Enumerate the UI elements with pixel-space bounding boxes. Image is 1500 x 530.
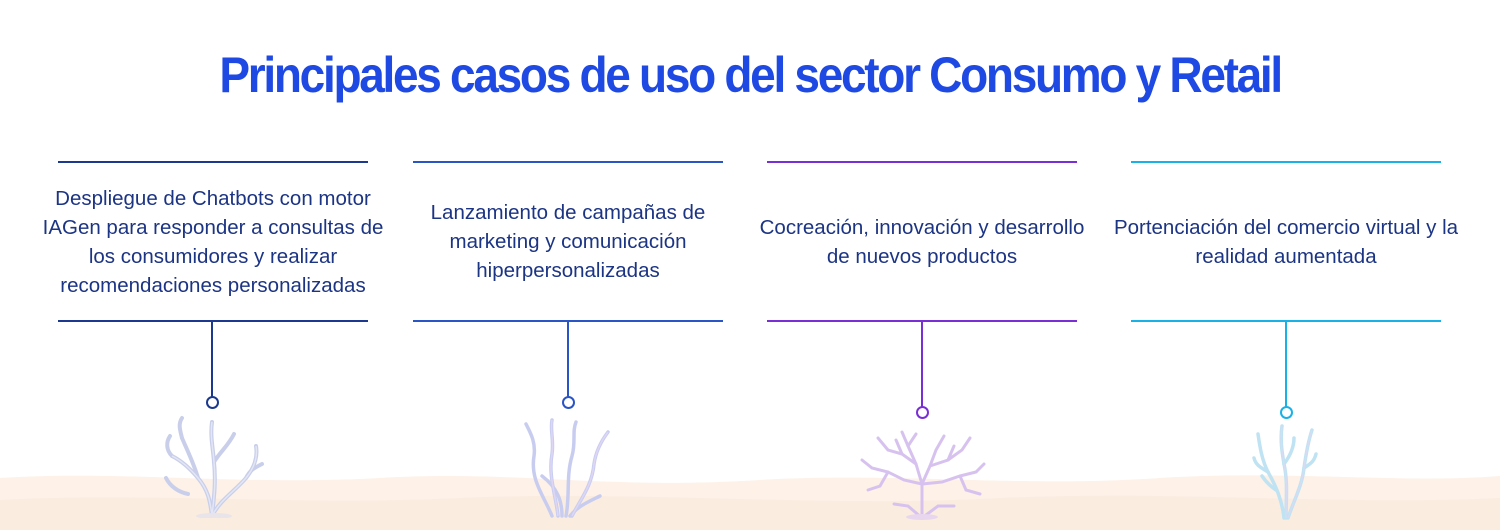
use-case-card-cocreation: Cocreación, innovación y desarrollo de n… [760,161,1084,323]
card-top-rule [1131,161,1441,163]
fan-coral-icon [860,430,986,520]
connector-knob [206,396,219,409]
use-case-text: Lanzamiento de campañas de marketing y c… [430,201,706,282]
card-bottom-rule [767,320,1077,322]
card-top-rule [767,161,1077,163]
use-case-text: Cocreación, innovación y desarrollo de n… [759,215,1085,268]
use-case-text: Despliegue de Chatbots con motor IAGen p… [42,186,384,297]
connector-knob [562,396,575,409]
connector-stem [211,322,213,397]
card-bottom-rule [413,320,723,322]
seaweed-icon [524,418,610,518]
connector-stem [1285,322,1287,407]
page-title: Principales casos de uso del sector Cons… [219,47,1283,103]
card-top-rule [413,161,723,163]
use-case-text: Portenciación del comercio virtual y la … [1113,215,1459,268]
use-case-card-virtual-commerce: Portenciación del comercio virtual y la … [1114,161,1458,323]
tube-coral-icon [1252,424,1318,520]
card-bottom-rule [58,320,368,322]
use-case-card-marketing: Lanzamiento de campañas de marketing y c… [413,161,723,323]
connector-knob [1280,406,1293,419]
card-top-rule [58,161,368,163]
connector-stem [567,322,569,397]
connector-stem [921,322,923,407]
branching-coral-icon [164,416,264,518]
connector-knob [916,406,929,419]
use-case-card-chatbots: Despliegue de Chatbots con motor IAGen p… [43,161,383,323]
card-bottom-rule [1131,320,1441,322]
